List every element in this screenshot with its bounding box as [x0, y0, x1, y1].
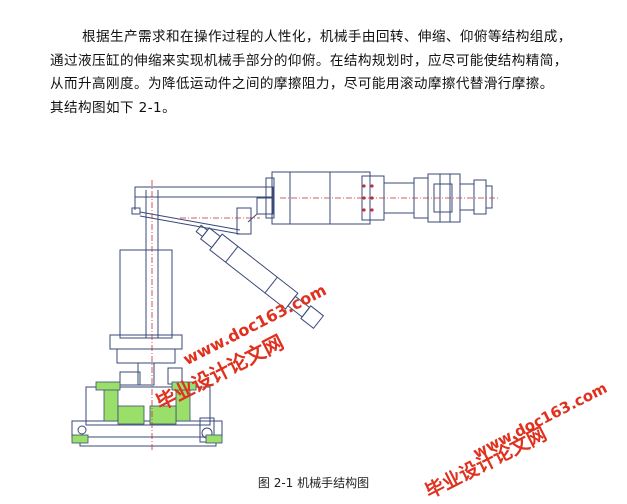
paragraph-line-3: 从而升高刚度。为降低运动件之间的摩擦阻力，尽可能用滚动摩擦代替滑行摩擦。: [50, 76, 554, 92]
paragraph-line-1: 根据生产需求和在操作过程的人性化，机械手由回转、伸缩、仰俯等结构组成，: [82, 29, 572, 45]
paragraph-line-2: 通过液压缸的伸缩来实现机械手部分的仰俯。在结构规划时，应尽可能使结构精简，: [50, 52, 568, 69]
top-arm-beam: [134, 186, 274, 198]
base-housing: [85, 386, 211, 426]
figure-caption: 图 2-1 机械手结构图: [257, 476, 370, 490]
paragraph-line-4: 其结构图如下 2-1。: [50, 99, 177, 116]
manipulator-structure-drawing: [71, 171, 500, 450]
pitch-cylinder: [195, 224, 325, 330]
body-paragraph: 根据生产需求和在操作过程的人性化，机械手由回转、伸缩、仰俯等结构组成， 通过液压…: [50, 26, 590, 120]
gripper-end: [473, 179, 487, 215]
arm-end-block: [131, 207, 141, 215]
